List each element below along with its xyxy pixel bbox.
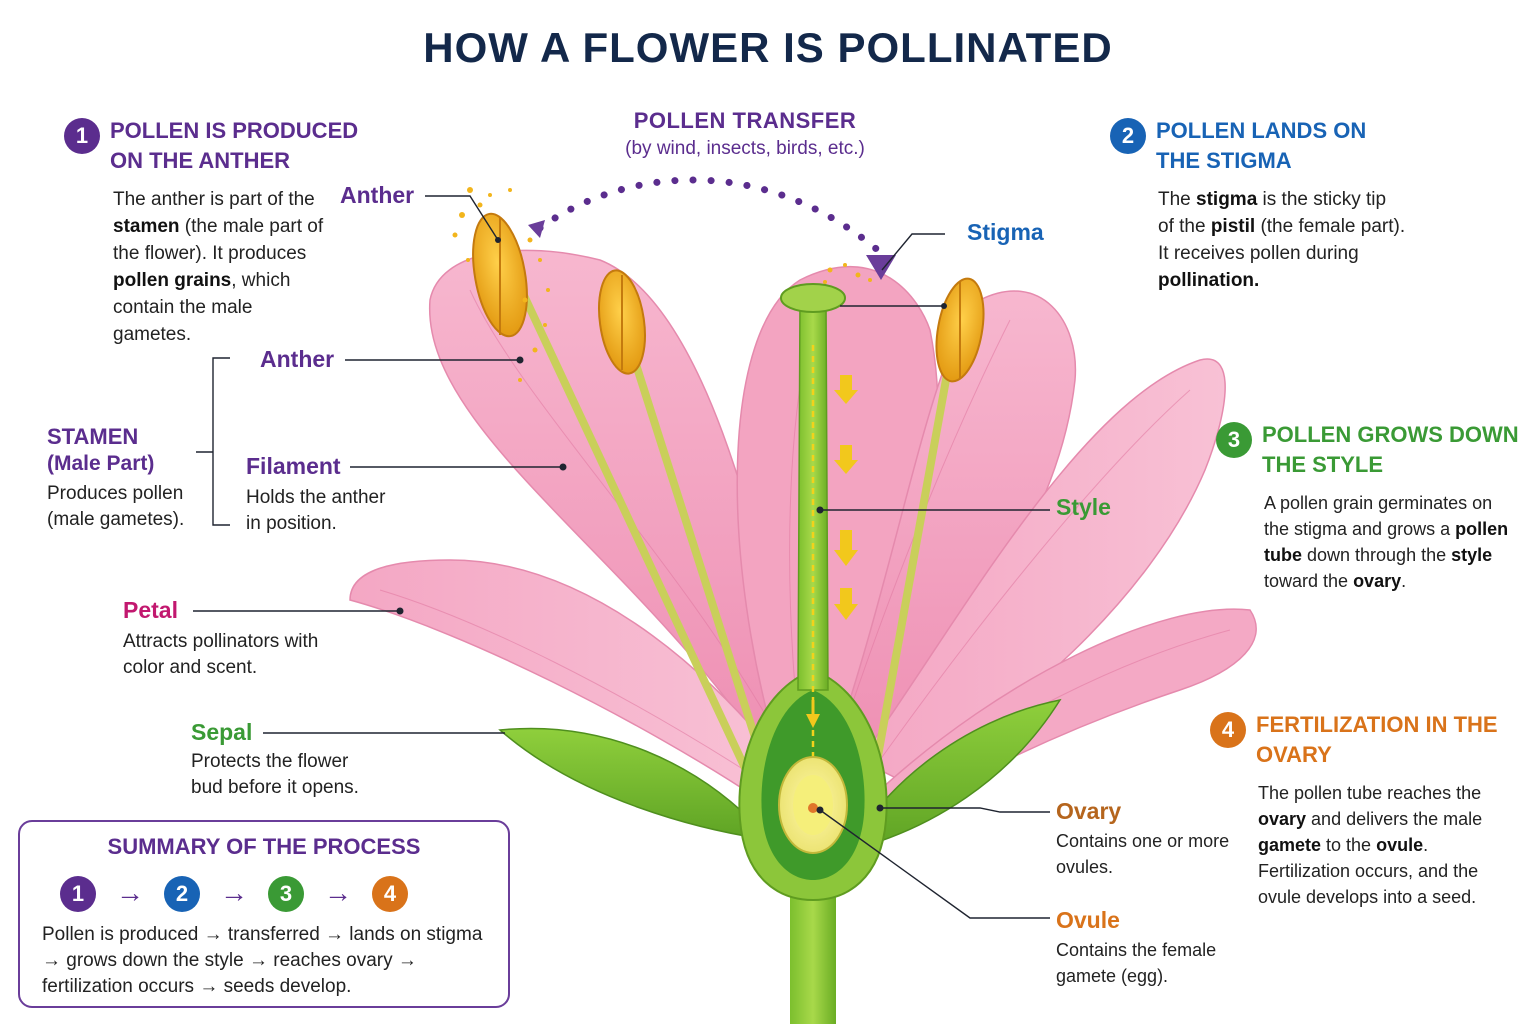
label-stamen: STAMEN [47,424,139,449]
step-4-badge: 4 [1210,712,1246,748]
step-4-heading: FERTILIZATION IN THE OVARY [1256,712,1498,767]
summary-box: SUMMARY OF THE PROCESS 1 → 2 → 3 → 4 Pol… [18,820,510,1008]
anther-right [935,277,985,383]
summary-arrow: → [220,877,248,908]
step-2-heading: POLLEN LANDS ON THE STIGMA [1156,118,1367,173]
label-ovule: Ovule [1056,907,1120,933]
petal-description: Attracts pollinators with color and scen… [123,631,319,678]
stem [790,880,836,1024]
summary-arrow: → [116,877,144,908]
ovule-description: Contains the female gamete (egg). [1056,940,1217,986]
label-sepal: Sepal [191,719,253,745]
filament-description: Holds the anther in position. [246,487,386,534]
sepal-description: Protects the flower bud before it opens. [191,751,359,798]
step-2-body: The stigma is the sticky tip of the pist… [1158,189,1406,291]
summary-arrow: → [324,877,352,908]
filament-mid [621,326,779,804]
label-ovary: Ovary [1056,798,1122,824]
summary-badge-4: 4 [372,876,408,912]
step-3-body: A pollen grain germinates on the stigma … [1264,493,1509,591]
stigma-head [780,283,846,313]
label-anther: Anther [260,346,335,372]
label-stigma: Stigma [967,219,1044,245]
label-style: Style [1056,494,1111,520]
anther-left [472,212,528,338]
step-1-badge: 1 [64,118,100,154]
step-4-body: The pollen tube reaches the ovary and de… [1258,783,1483,907]
petal-left-lower [349,559,781,802]
pollen-transfer-sub: (by wind, insects, birds, etc.) [625,138,865,159]
step-3-heading: POLLEN GROWS DOWN THE STYLE [1262,422,1519,477]
step-3-badge: 3 [1216,422,1252,458]
step-2-panel: 2 POLLEN LANDS ON THE STIGMA The stigma … [1110,116,1440,294]
step-3-panel: 3 POLLEN GROWS DOWN THE STYLE A pollen g… [1216,420,1526,594]
label-stamen-sub: (Male Part) [47,452,155,475]
filament-right [866,326,959,804]
summary-text: Pollen is produced → transferred → lands… [42,924,483,997]
label-anther-top: Anther [340,182,415,208]
label-filament: Filament [246,453,341,479]
stamen-description: Produces pollen (male gametes). [47,483,185,530]
summary-flow: 1 → 2 → 3 → 4 [60,874,408,912]
summary-badge-3: 3 [268,876,304,912]
step-1-heading: POLLEN IS PRODUCED ON THE ANTHER [110,118,359,173]
summary-badge-2: 2 [164,876,200,912]
pollen-transfer-heading: POLLEN TRANSFER [633,108,857,133]
transfer-arc [536,176,884,256]
pollen-transfer-label: POLLEN TRANSFER (by wind, insects, birds… [560,108,930,160]
step-1-panel: 1 POLLEN IS PRODUCED ON THE ANTHER The a… [64,116,364,348]
step-1-body: The anther is part of the stamen (the ma… [113,189,324,345]
filament-left [501,251,764,804]
page-title: HOW A FLOWER IS POLLINATED [423,24,1113,71]
anther-mid [598,269,646,375]
ovary-description: Contains one or more ovules. [1056,831,1230,877]
summary-title: SUMMARY OF THE PROCESS [107,834,421,859]
label-petal: Petal [123,597,178,623]
step-2-badge: 2 [1110,118,1146,154]
step-4-panel: 4 FERTILIZATION IN THE OVARY The pollen … [1210,710,1526,910]
summary-badge-1: 1 [60,876,96,912]
